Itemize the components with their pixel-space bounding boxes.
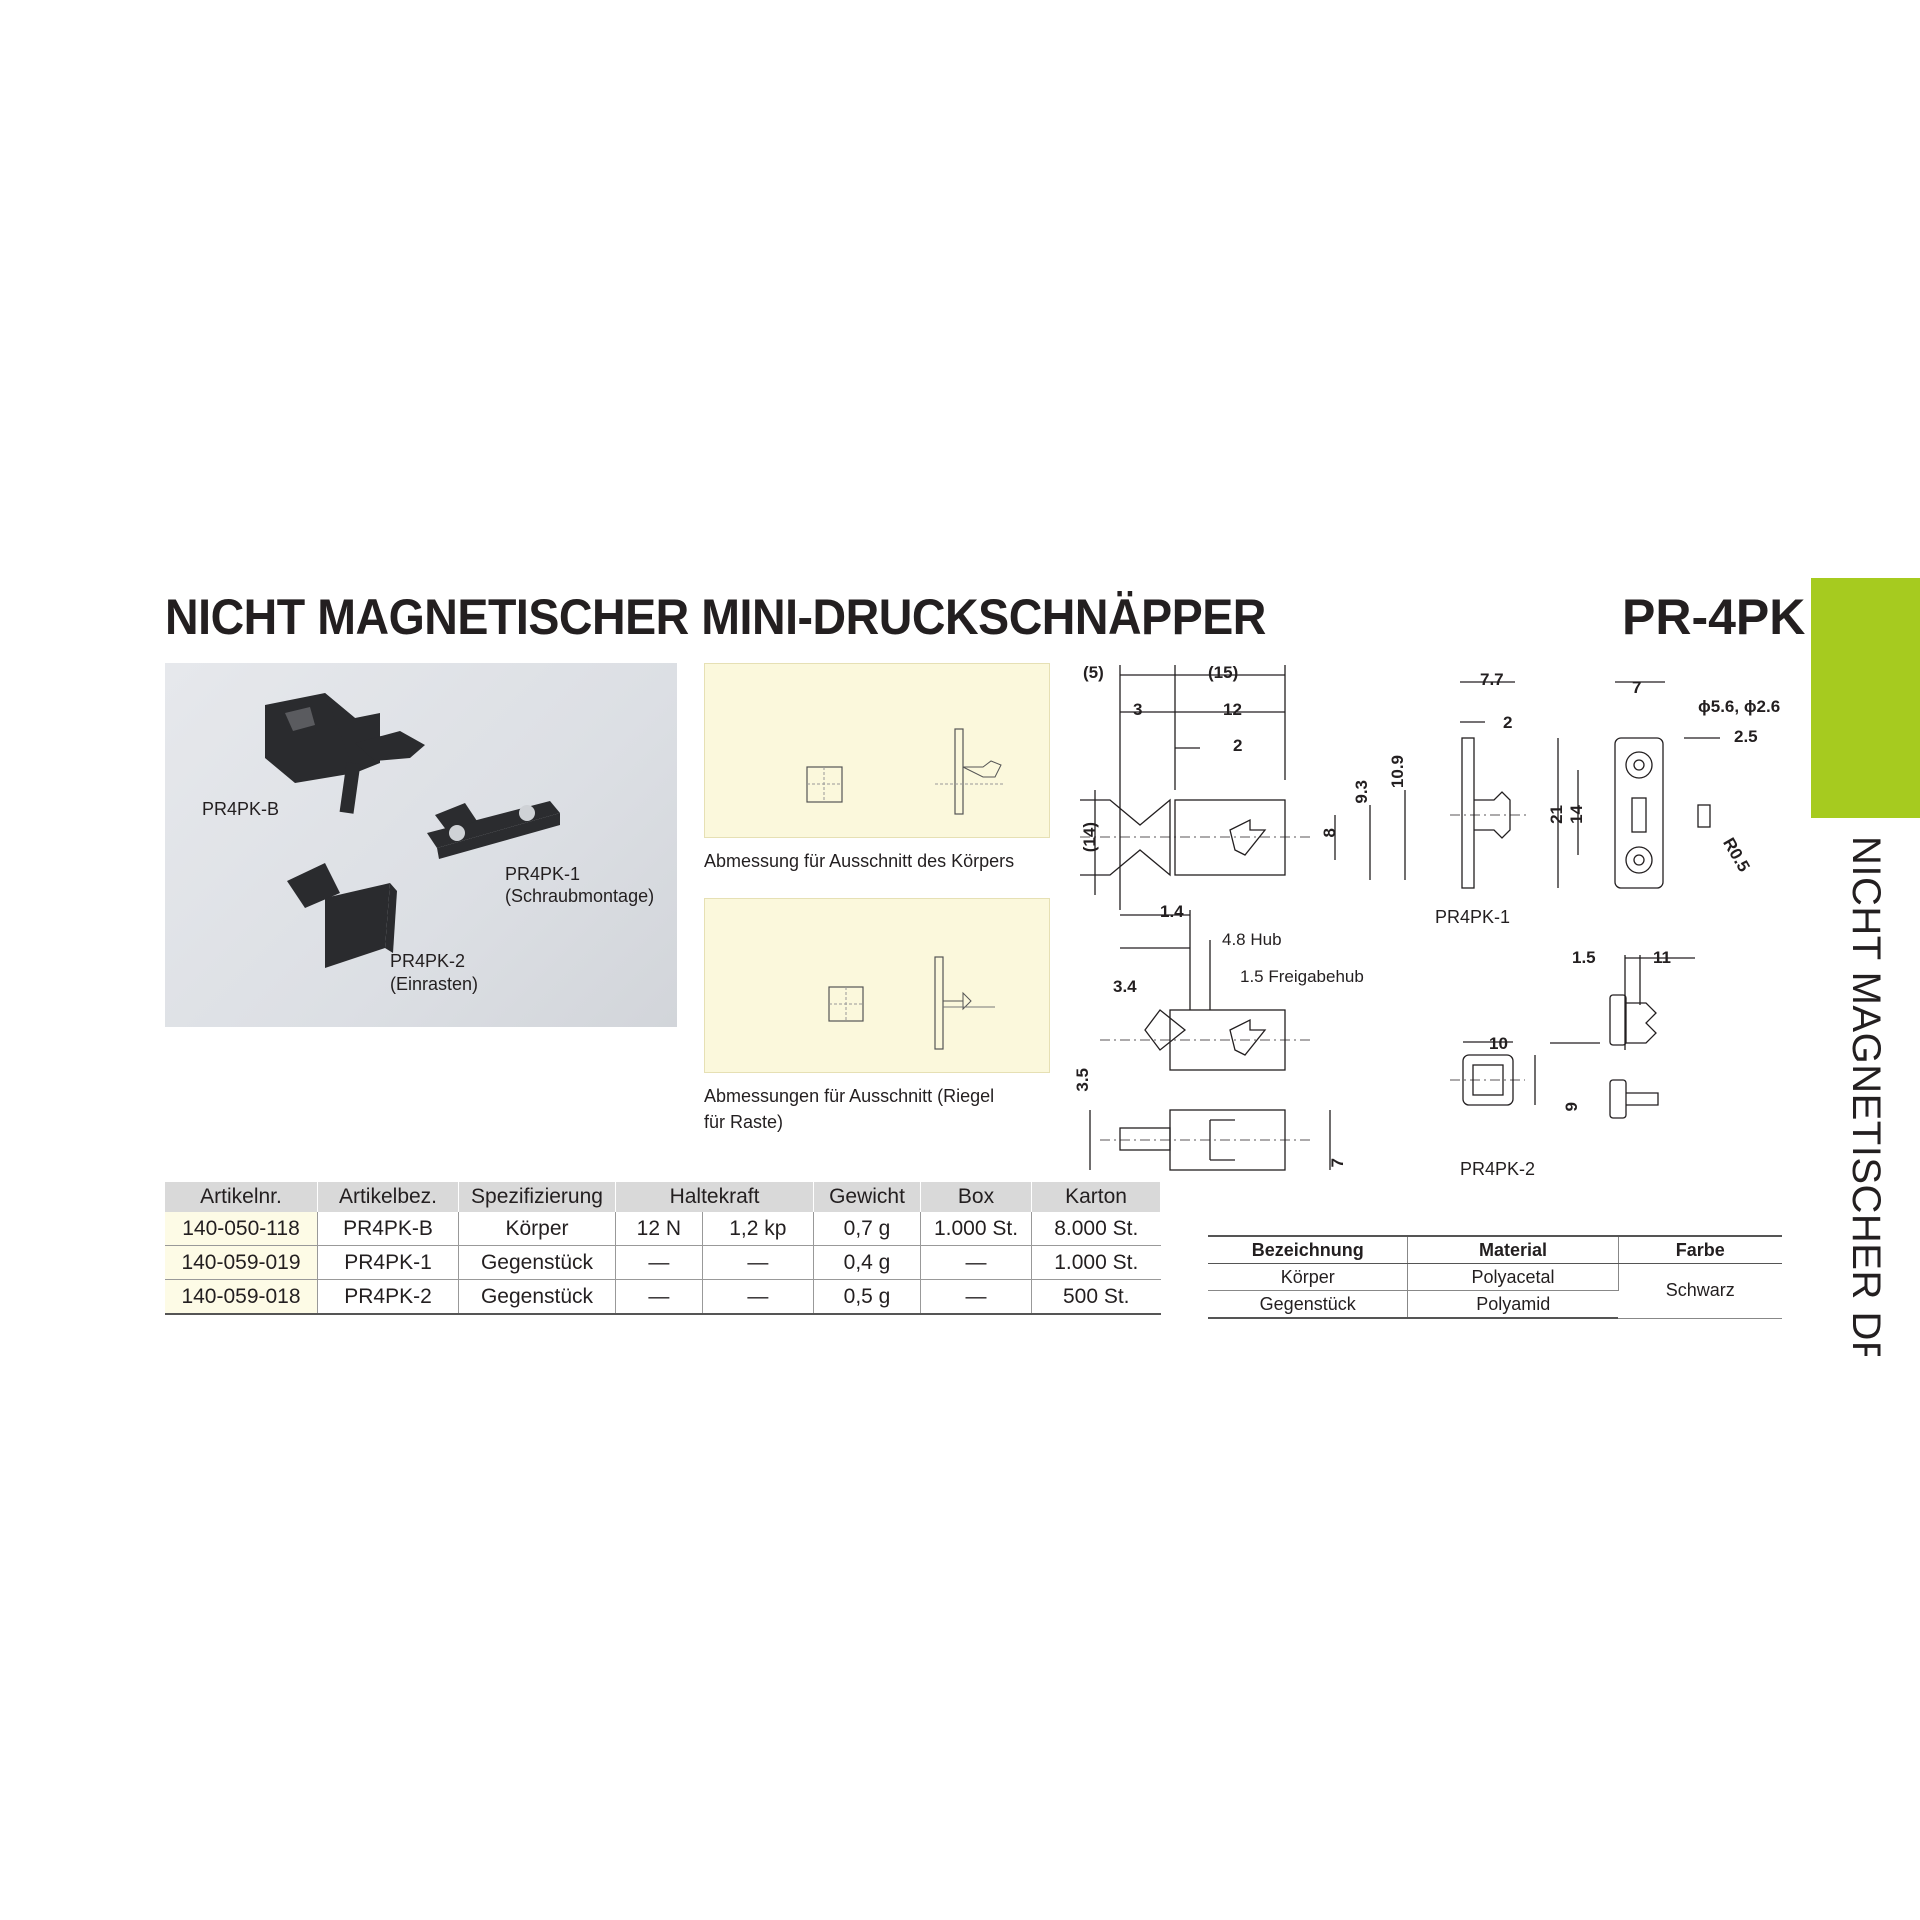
table-row: Gegenstück Polyamid: [1208, 1290, 1782, 1319]
category-tab: [1811, 578, 1920, 818]
cell-box: —: [920, 1279, 1032, 1315]
latch-cutout-caption-line2: für Raste): [704, 1112, 784, 1132]
cell-material: Polyamid: [1407, 1290, 1619, 1319]
dim-pr4pk1-phi: ϕ5.6, ϕ2.6: [1698, 697, 1781, 716]
cell-haltekraft-kp: —: [702, 1279, 815, 1315]
cell-bezeichnung: Gegenstück: [1208, 1290, 1409, 1319]
cell-box: 1.000 St.: [920, 1212, 1032, 1246]
dim-9-3: 9.3: [1352, 780, 1371, 804]
header-karton: Karton: [1031, 1182, 1161, 1212]
dim-hub: 4.8 Hub: [1222, 930, 1282, 949]
dim-pr4pk2-10: 10: [1489, 1034, 1508, 1053]
photo-label-pr4pk-2-sub: (Einrasten): [390, 974, 479, 994]
spec-table-header: Artikelnr. Artikelbez. Spezifizierung Ha…: [165, 1182, 1161, 1212]
pr4pk1-drawing-label: PR4PK-1: [1435, 907, 1511, 927]
dim-1-4: 1.4: [1160, 902, 1184, 921]
dim-10-9: 10.9: [1388, 755, 1407, 789]
table-row: 140-050-118 PR4PK-B Körper 12 N 1,2 kp 0…: [165, 1212, 1161, 1246]
latch-cutout-diagram: [704, 898, 1050, 1073]
body-cutout-caption: Abmessung für Ausschnitt des Körpers: [704, 851, 1015, 871]
cell-artikelbez: PR4PK-B: [317, 1212, 459, 1246]
cell-karton: 1.000 St.: [1031, 1245, 1161, 1280]
header-box: Box: [920, 1182, 1032, 1212]
dim-pr4pk1-2: 2: [1503, 713, 1513, 732]
latch-cutout-drawing: [828, 956, 995, 1050]
dim-pr4pk2-9: 9: [1562, 1102, 1581, 1112]
table-row: Körper Polyacetal Schwarz: [1208, 1263, 1782, 1319]
dim-freigabehub: 1.5 Freigabehub: [1240, 967, 1364, 986]
cell-gewicht: 0,4 g: [813, 1245, 921, 1280]
cell-material: Polyacetal: [1407, 1263, 1619, 1291]
dim-pr4pk2-1-5: 1.5: [1572, 948, 1596, 967]
dim-12: 12: [1223, 700, 1242, 719]
main-technical-drawing: [1080, 665, 1406, 1171]
dim-3: 3: [1133, 700, 1143, 719]
cell-farbe: Schwarz: [1618, 1263, 1782, 1319]
dim-2: 2: [1233, 736, 1243, 755]
dim-pr4pk1-21: 21: [1547, 805, 1566, 824]
pr4pk1-technical-drawing: [1450, 681, 1720, 889]
cell-haltekraft-n: —: [615, 1245, 703, 1280]
product-photo: PR4PK-B PR4PK-1 (Schraubmontage) PR4PK-2…: [165, 663, 677, 1027]
table-row: 140-059-018 PR4PK-2 Gegenstück — — 0,5 g…: [165, 1279, 1161, 1315]
material-table: Bezeichnung Material Farbe Körper Polyac…: [1208, 1235, 1782, 1319]
cell-karton: 8.000 St.: [1031, 1212, 1161, 1246]
dim-pr4pk1-14: 14: [1567, 805, 1586, 824]
header-farbe: Farbe: [1618, 1235, 1782, 1264]
cell-box: —: [920, 1245, 1032, 1280]
cell-artikelbez: PR4PK-1: [317, 1245, 459, 1280]
cell-haltekraft-n: —: [615, 1279, 703, 1315]
header-bezeichnung: Bezeichnung: [1208, 1235, 1409, 1264]
material-table-header: Bezeichnung Material Farbe: [1208, 1235, 1782, 1264]
latch-cutout-caption-line1: Abmessungen für Ausschnitt (Riegel: [704, 1086, 995, 1106]
header-material: Material: [1407, 1235, 1619, 1264]
cell-haltekraft-kp: —: [702, 1245, 815, 1280]
photo-label-pr4pk-1: PR4PK-1: [505, 864, 581, 884]
cell-artikelnr: 140-059-018: [165, 1279, 318, 1315]
header-artikelnr: Artikelnr.: [165, 1182, 318, 1212]
specification-table: Artikelnr. Artikelbez. Spezifizierung Ha…: [165, 1182, 1161, 1315]
dim-15: (15): [1208, 663, 1239, 682]
cell-spezifizierung: Gegenstück: [458, 1245, 616, 1280]
product-photo-illustration: [265, 693, 560, 968]
cell-spezifizierung: Körper: [458, 1212, 616, 1246]
pr4pk2-drawing-label: PR4PK-2: [1460, 1159, 1536, 1179]
dim-3-4: 3.4: [1113, 977, 1137, 996]
dim-5: (5): [1083, 663, 1104, 682]
dim-14: (14): [1080, 822, 1099, 853]
photo-label-pr4pk-2: PR4PK-2: [390, 951, 466, 971]
photo-label-pr4pk-1-sub: (Schraubmontage): [505, 886, 655, 906]
model-number: PR-4PK: [1622, 589, 1806, 645]
cell-artikelnr: 140-059-019: [165, 1245, 318, 1280]
dim-8: 8: [1320, 828, 1339, 838]
cell-haltekraft-n: 12 N: [615, 1212, 703, 1246]
cell-artikelnr: 140-050-118: [165, 1212, 318, 1246]
dim-pr4pk2-11: 11: [1653, 948, 1671, 967]
dim-7: 7: [1328, 1158, 1347, 1168]
cell-karton: 500 St.: [1031, 1279, 1161, 1315]
header-gewicht: Gewicht: [813, 1182, 921, 1212]
category-tab-label: NICHT MAGNETISCHER DRUCKSCHNÄPPER: [1844, 836, 1888, 1356]
dim-3-5: 3.5: [1073, 1068, 1092, 1092]
cell-gewicht: 0,5 g: [813, 1279, 921, 1315]
cell-spezifizierung: Gegenstück: [458, 1279, 616, 1315]
cell-gewicht: 0,7 g: [813, 1212, 921, 1246]
cell-haltekraft-kp: 1,2 kp: [702, 1212, 815, 1246]
page-title: NICHT MAGNETISCHER MINI-DRUCKSCHNÄPPER: [165, 589, 1266, 645]
pr4pk2-technical-drawing: [1450, 955, 1695, 1119]
cell-artikelbez: PR4PK-2: [317, 1279, 459, 1315]
header-haltekraft: Haltekraft: [615, 1182, 814, 1212]
body-cutout-drawing: [806, 728, 1005, 815]
body-cutout-diagram: [704, 663, 1050, 838]
cell-bezeichnung: Körper: [1208, 1263, 1409, 1291]
photo-label-pr4pk-b: PR4PK-B: [202, 799, 280, 819]
dim-pr4pk1-2-5: 2.5: [1734, 727, 1758, 746]
header-artikelbez: Artikelbez.: [317, 1182, 459, 1212]
table-row: 140-059-019 PR4PK-1 Gegenstück — — 0,4 g…: [165, 1245, 1161, 1280]
dim-pr4pk1-r: R0.5: [1719, 834, 1754, 876]
header-spezifizierung: Spezifizierung: [458, 1182, 616, 1212]
dim-pr4pk1-7-7: 7.7: [1480, 670, 1504, 689]
dim-pr4pk1-7: 7: [1632, 678, 1642, 697]
